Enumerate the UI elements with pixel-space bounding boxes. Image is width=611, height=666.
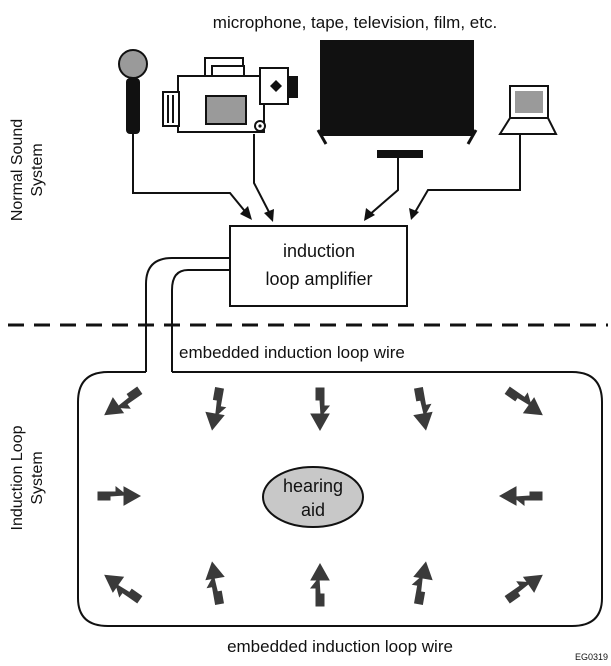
hearing-aid-label-line1: hearing	[283, 476, 343, 496]
induction-loop-system-label: Induction Loop System	[9, 425, 46, 530]
magnetic-field-bolts	[97, 386, 543, 607]
television-icon	[316, 40, 478, 158]
induction-loop-label-line1: Induction Loop	[9, 425, 26, 530]
amplifier-label-line2: loop amplifier	[265, 269, 372, 289]
bolt-mid-right	[498, 486, 543, 507]
bolt-mid-left	[97, 485, 142, 506]
bolt-top-3	[310, 387, 331, 432]
bolt-bottom-1	[104, 574, 143, 604]
camcorder-icon	[162, 57, 298, 133]
loop-wire-label-top: embedded induction loop wire	[179, 343, 405, 362]
normal-sound-system-label: Normal Sound System	[9, 119, 46, 221]
device-cables	[132, 134, 521, 217]
induction-loop-label-line2: System	[29, 451, 46, 504]
induction-loop-amplifier-box	[229, 225, 408, 307]
amplifier-lead-wire	[145, 257, 230, 372]
hearing-aid-label-line2: aid	[301, 500, 325, 520]
loop-wire-label-bottom: embedded induction loop wire	[227, 637, 453, 656]
bolt-bottom-3	[309, 562, 330, 607]
bolt-bottom-5	[504, 574, 543, 604]
laptop-icon	[498, 85, 558, 135]
induction-loop-wire	[77, 371, 603, 627]
normal-sound-label-line1: Normal Sound	[9, 119, 26, 221]
bolt-top-1	[104, 386, 143, 416]
amplifier-label-line1: induction	[283, 241, 355, 261]
bolt-top-2	[205, 387, 227, 431]
microphone-icon	[118, 49, 148, 134]
cable-arrowheads	[240, 206, 419, 222]
bolt-bottom-4	[411, 561, 433, 605]
bolt-top-4	[413, 387, 433, 431]
bolt-bottom-2	[205, 561, 225, 605]
normal-sound-label-line2: System	[29, 143, 46, 196]
figure-code: EG0319	[575, 652, 608, 662]
bolt-top-5	[504, 386, 543, 416]
hearing-aid-ellipse	[262, 466, 364, 528]
sources-caption: microphone, tape, television, film, etc.	[213, 13, 497, 32]
